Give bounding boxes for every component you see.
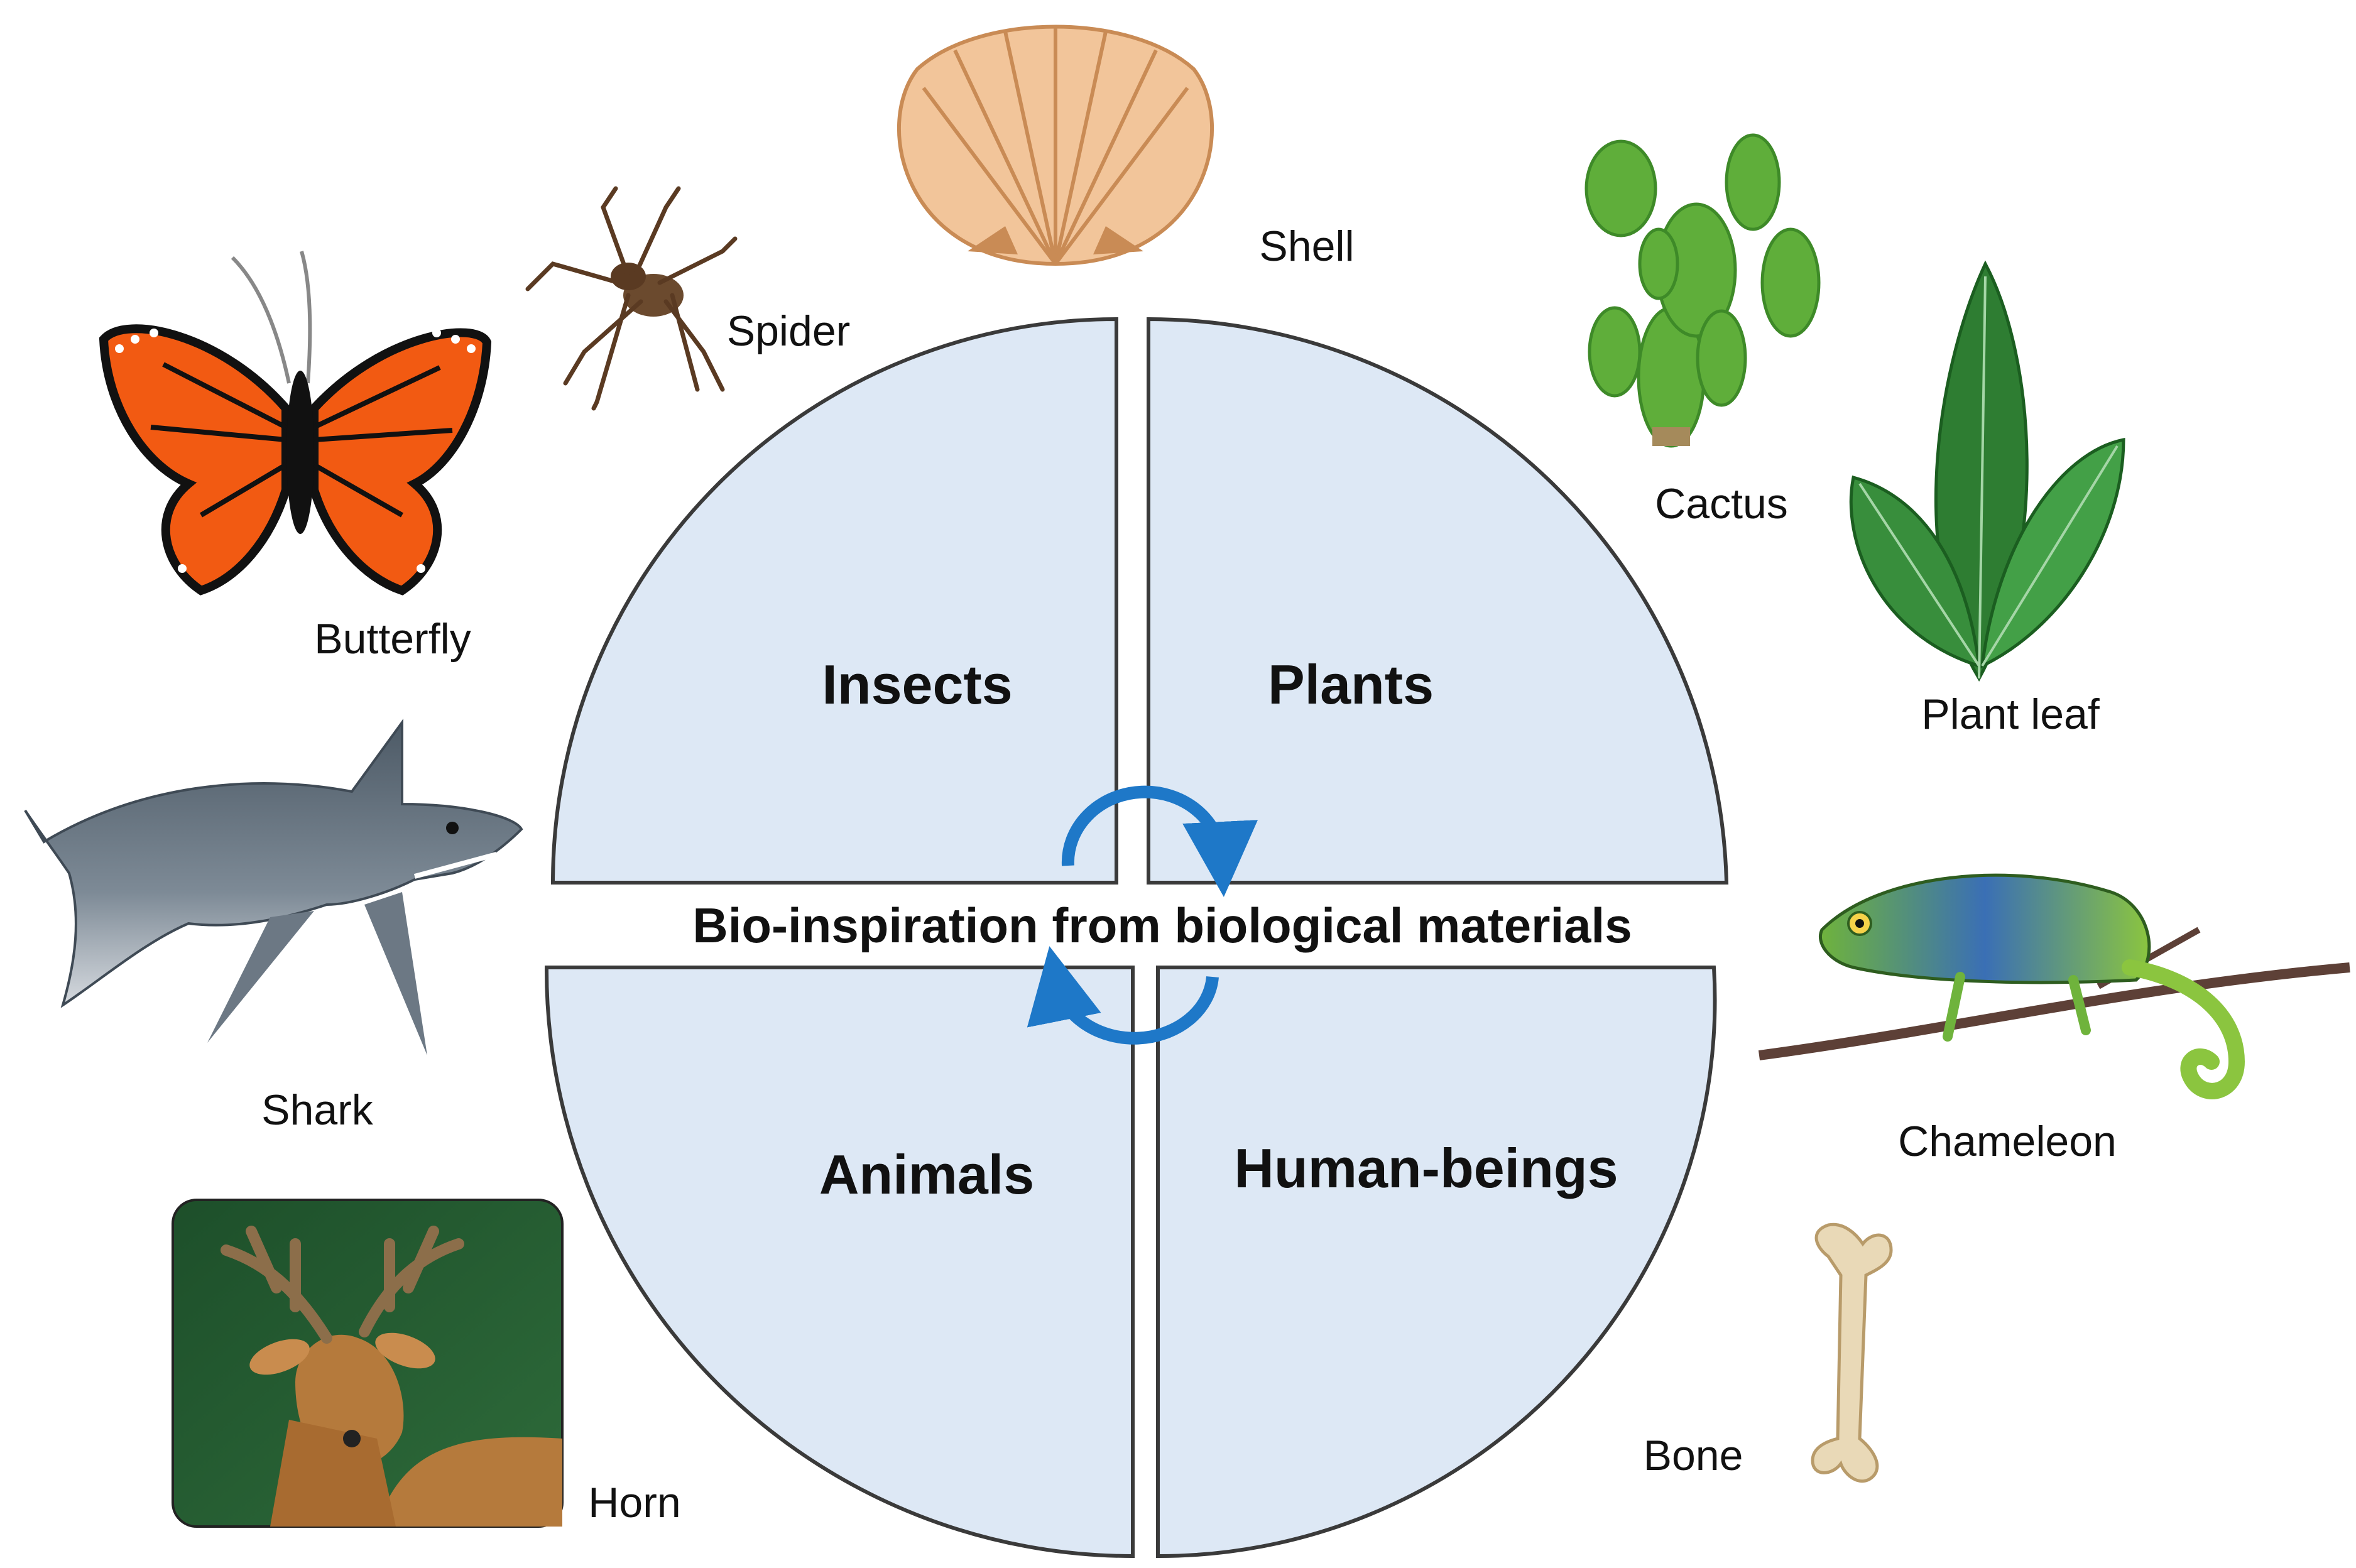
label-butterfly: Butterfly: [314, 615, 471, 663]
label-shark: Shark: [261, 1086, 374, 1134]
shell-icon: [897, 24, 1214, 266]
chameleon-icon: [1758, 873, 2350, 1099]
label-plant-leaf: Plant leaf: [1921, 690, 2100, 738]
cactus-icon: [1584, 133, 1821, 448]
label-spider: Spider: [727, 307, 851, 355]
quadrant-insects: [550, 317, 1118, 885]
butterfly-icon: [99, 251, 492, 596]
label-horn: Horn: [588, 1479, 680, 1527]
quadrant-label-plants: Plants: [1268, 653, 1434, 716]
diagram-title: Bio-inspiration from biological material…: [692, 898, 1632, 953]
quadrant-label-insects: Insects: [822, 653, 1012, 716]
quadrant-label-human-beings: Human-beings: [1234, 1137, 1618, 1199]
spider-icon: [525, 186, 738, 411]
bone-icon: [1811, 1222, 1893, 1483]
quadrant-human-beings: [1156, 966, 1717, 1559]
shark-icon: [24, 718, 523, 1055]
cycle-arrow-top-icon: [1061, 785, 1258, 897]
deer-icon: [172, 1199, 564, 1528]
quadrant-plants: [1147, 317, 1729, 885]
label-bone: Bone: [1644, 1432, 1743, 1479]
cycle-arrow-bottom-icon: [1027, 946, 1219, 1045]
label-chameleon: Chameleon: [1898, 1118, 2117, 1165]
label-cactus: Cactus: [1655, 480, 1788, 528]
quadrant-animals: [544, 966, 1135, 1559]
quadrant-label-animals: Animals: [819, 1143, 1034, 1206]
label-shell: Shell: [1259, 222, 1354, 270]
plant-leaf-icon: [1849, 260, 2125, 682]
